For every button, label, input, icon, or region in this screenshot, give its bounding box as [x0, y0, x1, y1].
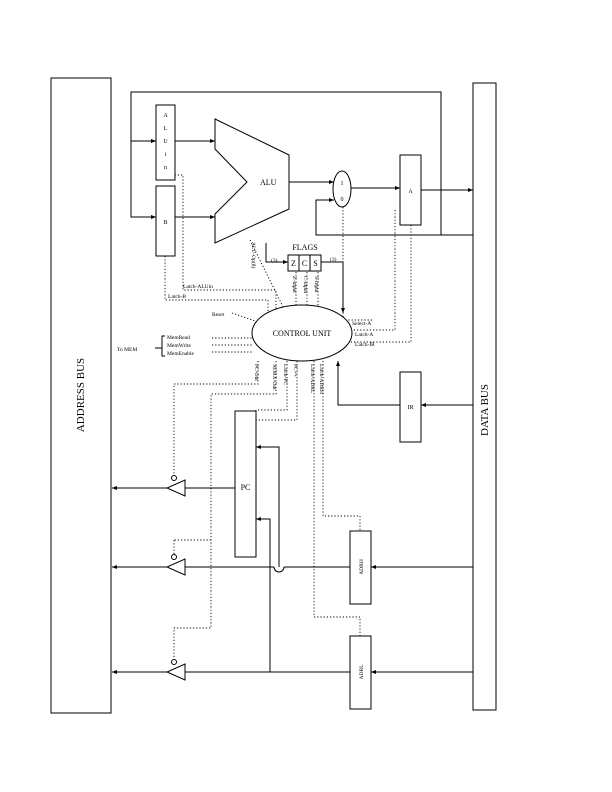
mem-enable-label: MemEnable [167, 351, 194, 357]
mux: 1 0 [332, 170, 352, 208]
data-bus-label: DATA BUS [479, 384, 491, 436]
alu-in-letter: i [165, 152, 167, 158]
latch-b-label: Latch-B [168, 294, 186, 300]
latch-aluin-label: Latch-ALUin [183, 284, 213, 290]
latch-a-label: Latch-A [355, 332, 373, 338]
adrl-register-label: ADRL [359, 664, 365, 680]
latch-ir-label: Latch-IR [355, 342, 375, 348]
tristate-buffer-pc [165, 475, 186, 497]
ir-register-label: IR [408, 405, 414, 411]
flag-z: Z [291, 259, 296, 268]
pc-out-label: PC-Out [253, 364, 259, 381]
pc-register: PC [234, 410, 257, 558]
flags-width-right: (3) [330, 256, 337, 263]
b-register-label: B [163, 220, 167, 226]
alu-label: ALU [260, 178, 277, 187]
alu-in-letter: L [164, 126, 168, 132]
flag-c: C [302, 259, 307, 268]
control-unit-label: CONTROL UNIT [273, 329, 332, 338]
select-a-label: Select-A [352, 321, 371, 327]
b-register: B [155, 185, 176, 257]
alu-in-letter: U [163, 139, 168, 145]
a-register-label: A [408, 189, 413, 195]
mem-bracket [155, 335, 165, 357]
reset-label: Reset [212, 312, 225, 318]
z-input-label: Z-Input [291, 276, 297, 293]
latch-adrl-label: Latch-ADRL [309, 364, 315, 394]
adrx-out-label: ADRX-Out [271, 364, 277, 390]
flags-title: FLAGS [292, 243, 317, 252]
arrowheads [112, 139, 473, 674]
control-lines [164, 174, 412, 659]
pc-register-label: PC [241, 483, 251, 492]
data-paths [112, 91, 473, 673]
control-unit: CONTROL UNIT [251, 304, 353, 362]
latch-pc-label: Latch-PC [282, 364, 288, 385]
c-input-label: C-Input [302, 276, 308, 294]
flags-register: FLAGS Z C S (3) (3) [271, 243, 337, 272]
address-bus-label: ADDRESS BUS [75, 358, 87, 432]
alu-in-letter: n [164, 165, 167, 171]
mem-read-label: MemRead [167, 335, 190, 341]
adrh-register-label: ADRH [359, 559, 365, 575]
ir-register: IR [399, 371, 422, 443]
latch-adrh-label: Latch-ADRH [318, 364, 324, 394]
address-bus: ADDRESS BUS [50, 77, 112, 714]
tristate-buffer-adrh [165, 554, 186, 576]
adrh-register: ADRH [349, 530, 372, 605]
data-bus: DATA BUS [472, 82, 497, 711]
alu-op-label: ALU-Op(8) [250, 242, 257, 268]
mux-input-1: 1 [341, 181, 344, 187]
a-register: A [399, 154, 422, 226]
tristate-buffer-adrl [165, 659, 186, 681]
alu-in-letter: A [163, 113, 168, 119]
to-mem-label: To MEM [117, 347, 137, 353]
signal-labels: ALU-Op(8) Latch-ALUin Latch-B Reset Z-In… [117, 242, 375, 394]
flags-width-left: (3) [271, 257, 278, 264]
mem-write-label: MemWrite [167, 343, 191, 349]
adrl-register: ADRL [349, 635, 372, 710]
pc-inc-label: PC++ [292, 364, 298, 377]
alu-unit: ALU [214, 118, 290, 244]
s-input-label: S-Input [313, 276, 319, 293]
alu-in-register: A L U i n [155, 104, 176, 181]
mux-input-0: 0 [341, 197, 344, 203]
flag-s: S [313, 259, 317, 268]
